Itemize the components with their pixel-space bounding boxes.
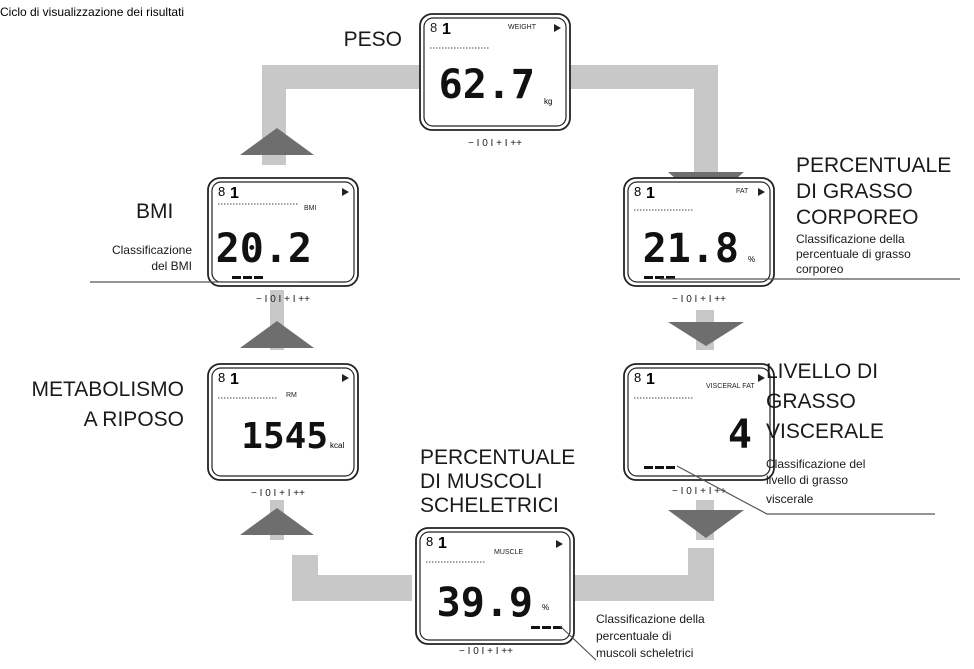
display-visceral-fat: 8 1 VISCERAL FAT 4 − I 0 I + I ++ bbox=[623, 363, 775, 497]
display-unit: % bbox=[748, 255, 755, 264]
bmi-desc-line1: Classificazione bbox=[112, 243, 192, 257]
arrow-down-icon bbox=[668, 322, 744, 346]
label-fat-line2: DI GRASSO bbox=[796, 180, 913, 203]
display-header: FAT bbox=[736, 188, 749, 195]
fat-desc-line3: corporeo bbox=[796, 262, 844, 276]
label-bmi: BMI bbox=[136, 200, 173, 223]
display-value: 1545 bbox=[241, 416, 328, 457]
display-header: WEIGHT bbox=[508, 24, 537, 31]
visceral-desc-line1: Classificazione del bbox=[766, 457, 865, 471]
display-unit: kcal bbox=[330, 441, 344, 450]
classification-marker bbox=[644, 276, 675, 279]
flow-band-right-corner bbox=[688, 548, 714, 601]
label-rm-line1: METABOLISMO bbox=[32, 378, 184, 401]
display-value: 39.9 bbox=[437, 580, 533, 626]
label-visceral-line1: LIVELLO DI bbox=[766, 360, 878, 383]
user-icon: 8 bbox=[634, 184, 641, 199]
display-value: 20.2 bbox=[216, 226, 312, 272]
user-icon: 8 bbox=[430, 20, 437, 35]
muscle-desc-line2: percentuale di bbox=[596, 629, 671, 643]
user-number: 1 bbox=[442, 21, 451, 38]
flow-band-left-corner bbox=[292, 555, 318, 601]
play-icon bbox=[342, 374, 349, 382]
label-muscle-line2: DI MUSCOLI bbox=[420, 470, 543, 493]
arrow-up-icon bbox=[240, 508, 314, 535]
classification-marker bbox=[232, 276, 263, 279]
user-number: 1 bbox=[230, 371, 239, 388]
arrow-down-icon bbox=[668, 510, 744, 538]
play-icon bbox=[554, 24, 561, 32]
play-icon bbox=[342, 188, 349, 196]
visceral-desc-line3: viscerale bbox=[766, 492, 814, 506]
user-icon: 8 bbox=[634, 370, 641, 385]
classification-scale: − I 0 I + I ++ bbox=[672, 294, 726, 305]
display-header: MUSCLE bbox=[494, 549, 524, 556]
label-visceral-line2: GRASSO bbox=[766, 390, 856, 413]
display-header: BMI bbox=[304, 205, 317, 212]
display-value: 62.7 bbox=[439, 62, 535, 108]
top-caption: Ciclo di visualizzazione dei risultati bbox=[0, 5, 184, 19]
user-number: 1 bbox=[646, 185, 655, 202]
flow-band-right-upper bbox=[694, 65, 718, 175]
user-number: 1 bbox=[646, 371, 655, 388]
label-fat-line1: PERCENTUALE bbox=[796, 154, 951, 177]
classification-marker bbox=[644, 466, 675, 469]
display-header: RM bbox=[286, 392, 297, 399]
display-value: 21.8 bbox=[643, 226, 739, 272]
flow-band-top-right bbox=[568, 65, 718, 89]
flow-band-top-left bbox=[262, 65, 424, 89]
play-icon bbox=[556, 540, 563, 548]
user-number: 1 bbox=[438, 535, 447, 552]
display-bmi: 8 1 BMI 20.2 − I 0 I + I ++ bbox=[207, 177, 359, 305]
fat-desc-line1: Classificazione della bbox=[796, 232, 905, 246]
label-visceral-line3: VISCERALE bbox=[766, 420, 884, 443]
classification-scale: − I 0 I + I ++ bbox=[256, 294, 310, 305]
leader-line bbox=[559, 625, 597, 661]
label-rm-line2: A RIPOSO bbox=[84, 408, 184, 431]
muscle-desc-line3: muscoli scheletrici bbox=[596, 646, 693, 660]
display-value: 4 bbox=[728, 412, 752, 458]
user-number: 1 bbox=[230, 185, 239, 202]
display-unit: kg bbox=[544, 97, 552, 106]
label-muscle-line1: PERCENTUALE bbox=[420, 446, 575, 469]
user-icon: 8 bbox=[218, 370, 225, 385]
arrow-up-icon bbox=[240, 321, 314, 348]
arrow-up-icon bbox=[240, 128, 314, 155]
user-icon: 8 bbox=[426, 534, 433, 549]
fat-desc-line2: percentuale di grasso bbox=[796, 247, 911, 261]
classification-scale: − I 0 I + I ++ bbox=[251, 488, 305, 499]
play-icon bbox=[758, 188, 765, 196]
display-resting-metabolism: 8 1 RM 1545 kcal − I 0 I + I ++ bbox=[207, 363, 359, 499]
label-fat-line3: CORPOREO bbox=[796, 206, 919, 229]
visceral-desc-line2: livello di grasso bbox=[766, 473, 848, 487]
classification-scale: − I 0 I + I ++ bbox=[468, 138, 522, 149]
classification-scale: − I 0 I + I ++ bbox=[672, 486, 726, 497]
play-icon bbox=[758, 374, 765, 382]
classification-scale: − I 0 I + I ++ bbox=[459, 646, 513, 657]
display-header: VISCERAL FAT bbox=[706, 383, 755, 390]
label-peso: PESO bbox=[344, 28, 402, 51]
display-weight: 8 1 WEIGHT 62.7 kg − I 0 I + I ++ bbox=[419, 13, 571, 149]
classification-marker bbox=[531, 626, 562, 629]
leader-line bbox=[676, 465, 935, 515]
label-muscle-line3: SCHELETRICI bbox=[420, 494, 559, 517]
bmi-desc-line2: del BMI bbox=[151, 259, 192, 273]
display-unit: % bbox=[542, 603, 549, 612]
user-icon: 8 bbox=[218, 184, 225, 199]
display-muscle: 8 1 MUSCLE 39.9 % − I 0 I + I ++ bbox=[415, 527, 575, 657]
display-fat: 8 1 FAT 21.8 % − I 0 I + I ++ bbox=[623, 177, 775, 305]
muscle-desc-line1: Classificazione della bbox=[596, 612, 705, 626]
